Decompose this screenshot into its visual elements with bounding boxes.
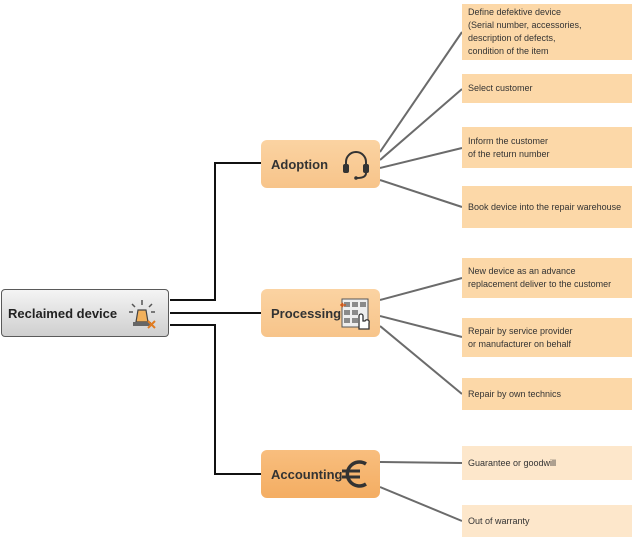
leaf-repair-provider: Repair by service provider or manufactur… <box>462 318 632 357</box>
leaf-guarantee: Guarantee or goodwill <box>462 446 632 480</box>
root-node: Reclaimed device <box>1 289 169 337</box>
leaf-select-customer: Select customer <box>462 74 632 103</box>
connector-adoption-leaf-4 <box>379 179 463 208</box>
branch-adoption-label: Adoption <box>271 156 329 172</box>
connector-adoption-leaf-1 <box>379 31 463 153</box>
leaf-book-device: Book device into the repair warehouse <box>462 186 632 228</box>
leaf-out-of-warranty: Out of warranty <box>462 505 632 537</box>
connector-root-accounting <box>170 324 261 475</box>
leaf-define-device: Define defektive device (Serial number, … <box>462 4 632 60</box>
euro-icon <box>342 460 367 488</box>
warehouse-pick-icon <box>339 298 370 330</box>
connector-root-adoption <box>170 162 261 301</box>
alarm-beacon-icon <box>129 300 156 329</box>
leaf-advance-replacement: New device as an advance replacement del… <box>462 258 632 298</box>
connector-adoption-leaf-2 <box>379 88 463 161</box>
branch-processing: Processing <box>261 289 380 337</box>
connector-processing-leaf-1 <box>379 277 463 301</box>
branch-adoption: Adoption <box>261 140 380 188</box>
headset-icon <box>343 151 369 180</box>
connector-processing-leaf-2 <box>379 315 463 338</box>
branch-accounting: Accounting <box>261 450 380 498</box>
branch-processing-label: Processing <box>271 305 342 321</box>
root-label: Reclaimed device <box>8 305 118 321</box>
connector-accounting-leaf-2 <box>379 486 463 522</box>
connector-adoption-leaf-3 <box>379 147 463 169</box>
leaf-repair-own: Repair by own technics <box>462 378 632 410</box>
connector-accounting-leaf-1 <box>379 461 463 464</box>
leaf-inform-customer: Inform the customer of the return number <box>462 127 632 168</box>
branch-accounting-label: Accounting <box>271 466 343 482</box>
connector-processing-leaf-3 <box>379 325 463 395</box>
